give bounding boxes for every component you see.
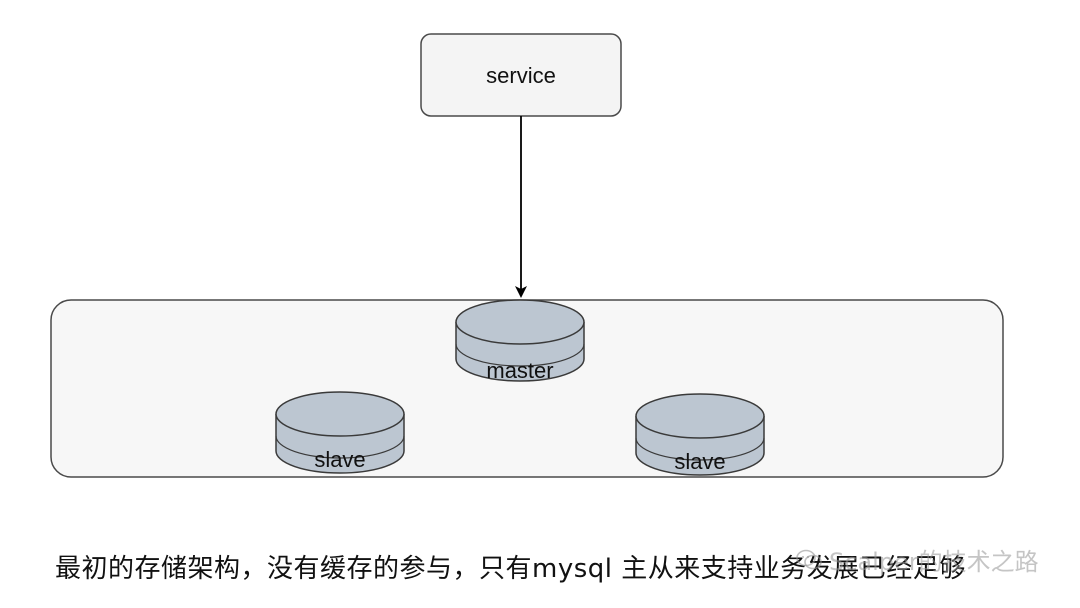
master-label: master	[486, 358, 553, 383]
watermark: Scalper的技术之路	[795, 542, 1039, 577]
slave-db-node-left: slave	[275, 391, 405, 474]
slave-left-label: slave	[314, 447, 365, 472]
wechat-logo-icon	[796, 549, 822, 569]
service-node: service	[420, 33, 622, 117]
master-db-node: master	[455, 299, 585, 383]
watermark-text: Scalper的技术之路	[829, 548, 1039, 576]
slave-db-node-right: slave	[635, 393, 765, 476]
service-label: service	[486, 63, 556, 88]
diagram-caption: 最初的存储架构，没有缓存的参与，只有mysql 主从来支持业务发展已经足够	[55, 554, 966, 584]
slave-right-label: slave	[674, 449, 725, 474]
